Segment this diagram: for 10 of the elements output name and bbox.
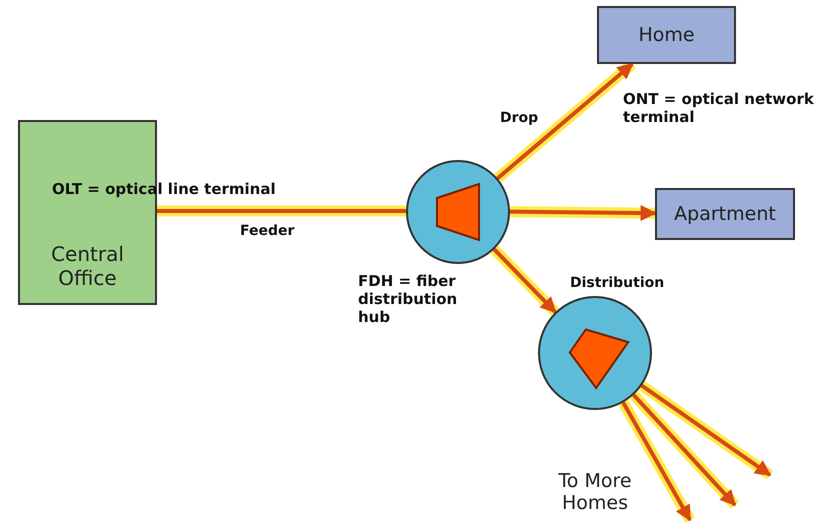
building-box bbox=[597, 6, 736, 64]
edge-label: Feeder bbox=[240, 222, 294, 240]
edge-label: Drop bbox=[500, 109, 538, 127]
node-caption: FDH = fiber distribution hub bbox=[358, 272, 458, 326]
node-label: Apartment bbox=[674, 203, 776, 225]
edge-label: Distribution bbox=[570, 274, 664, 292]
node-label: Home bbox=[638, 24, 695, 46]
building-box bbox=[655, 188, 795, 240]
node-label: Central Office bbox=[50, 242, 125, 290]
node-caption: ONT = optical network terminal bbox=[623, 90, 815, 126]
